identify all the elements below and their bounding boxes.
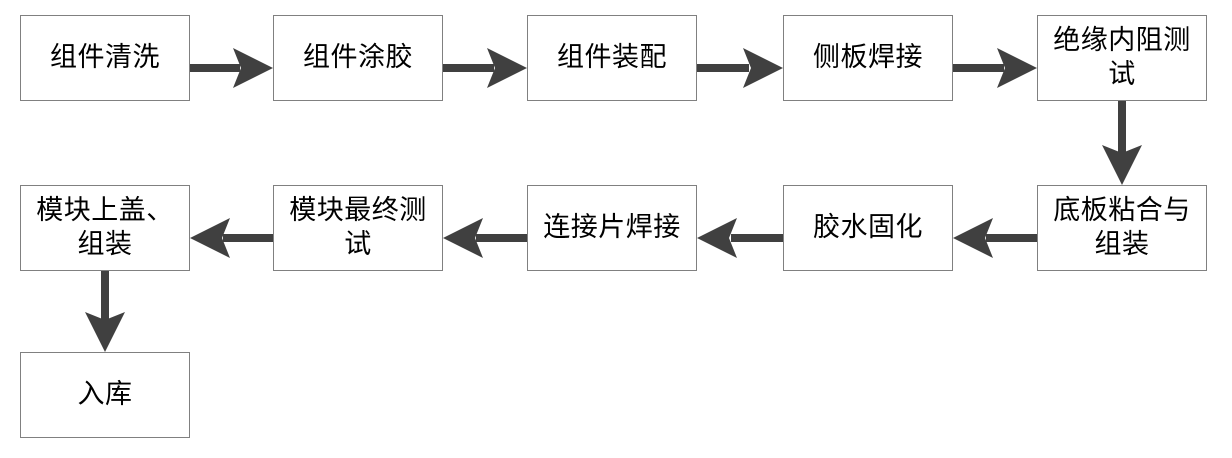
arrow-component-gluing-to-component-assembly: [443, 44, 527, 94]
arrow-glue-curing-to-connector-welding: [697, 214, 783, 264]
process-node-module-top-cover-assembly[interactable]: 模块上盖、 组装: [20, 185, 190, 271]
process-node-glue-curing[interactable]: 胶水固化: [783, 185, 953, 271]
arrow-module-top-cover-assembly-to-warehousing: [80, 271, 130, 352]
node-label: 侧板焊接: [813, 42, 923, 74]
process-node-warehousing[interactable]: 入库: [20, 352, 190, 438]
node-label: 组件清洗: [50, 42, 160, 74]
arrow-module-final-test-to-module-top-cover-assembly: [190, 214, 273, 264]
arrow-component-assembly-to-side-plate-welding: [697, 44, 783, 94]
node-label: 入库: [77, 379, 133, 411]
node-label: 底板粘合与 组装: [1053, 195, 1191, 260]
process-node-connector-welding[interactable]: 连接片焊接: [527, 185, 697, 271]
node-label: 模块上盖、 组装: [36, 195, 174, 260]
node-label: 组件装配: [557, 42, 667, 74]
node-label: 模块最终测 试: [289, 195, 427, 260]
node-label: 胶水固化: [813, 212, 923, 244]
node-label: 连接片焊接: [543, 212, 681, 244]
process-node-insulation-resistance-test[interactable]: 绝缘内阻测 试: [1037, 15, 1207, 101]
arrow-base-plate-bonding-to-glue-curing: [953, 214, 1037, 264]
process-node-component-assembly[interactable]: 组件装配: [527, 15, 697, 101]
process-node-component-cleaning[interactable]: 组件清洗: [20, 15, 190, 101]
arrow-connector-welding-to-module-final-test: [443, 214, 527, 264]
process-node-module-final-test[interactable]: 模块最终测 试: [273, 185, 443, 271]
process-node-base-plate-bonding-assembly[interactable]: 底板粘合与 组装: [1037, 185, 1207, 271]
node-label: 绝缘内阻测 试: [1053, 25, 1191, 90]
process-node-side-plate-welding[interactable]: 侧板焊接: [783, 15, 953, 101]
process-node-component-gluing[interactable]: 组件涂胶: [273, 15, 443, 101]
node-label: 组件涂胶: [303, 42, 413, 74]
arrow-side-plate-welding-to-insulation-resistance-test: [953, 44, 1037, 94]
arrow-component-cleaning-to-component-gluing: [190, 44, 273, 94]
arrow-insulation-resistance-test-to-base-plate-bonding: [1097, 101, 1147, 185]
